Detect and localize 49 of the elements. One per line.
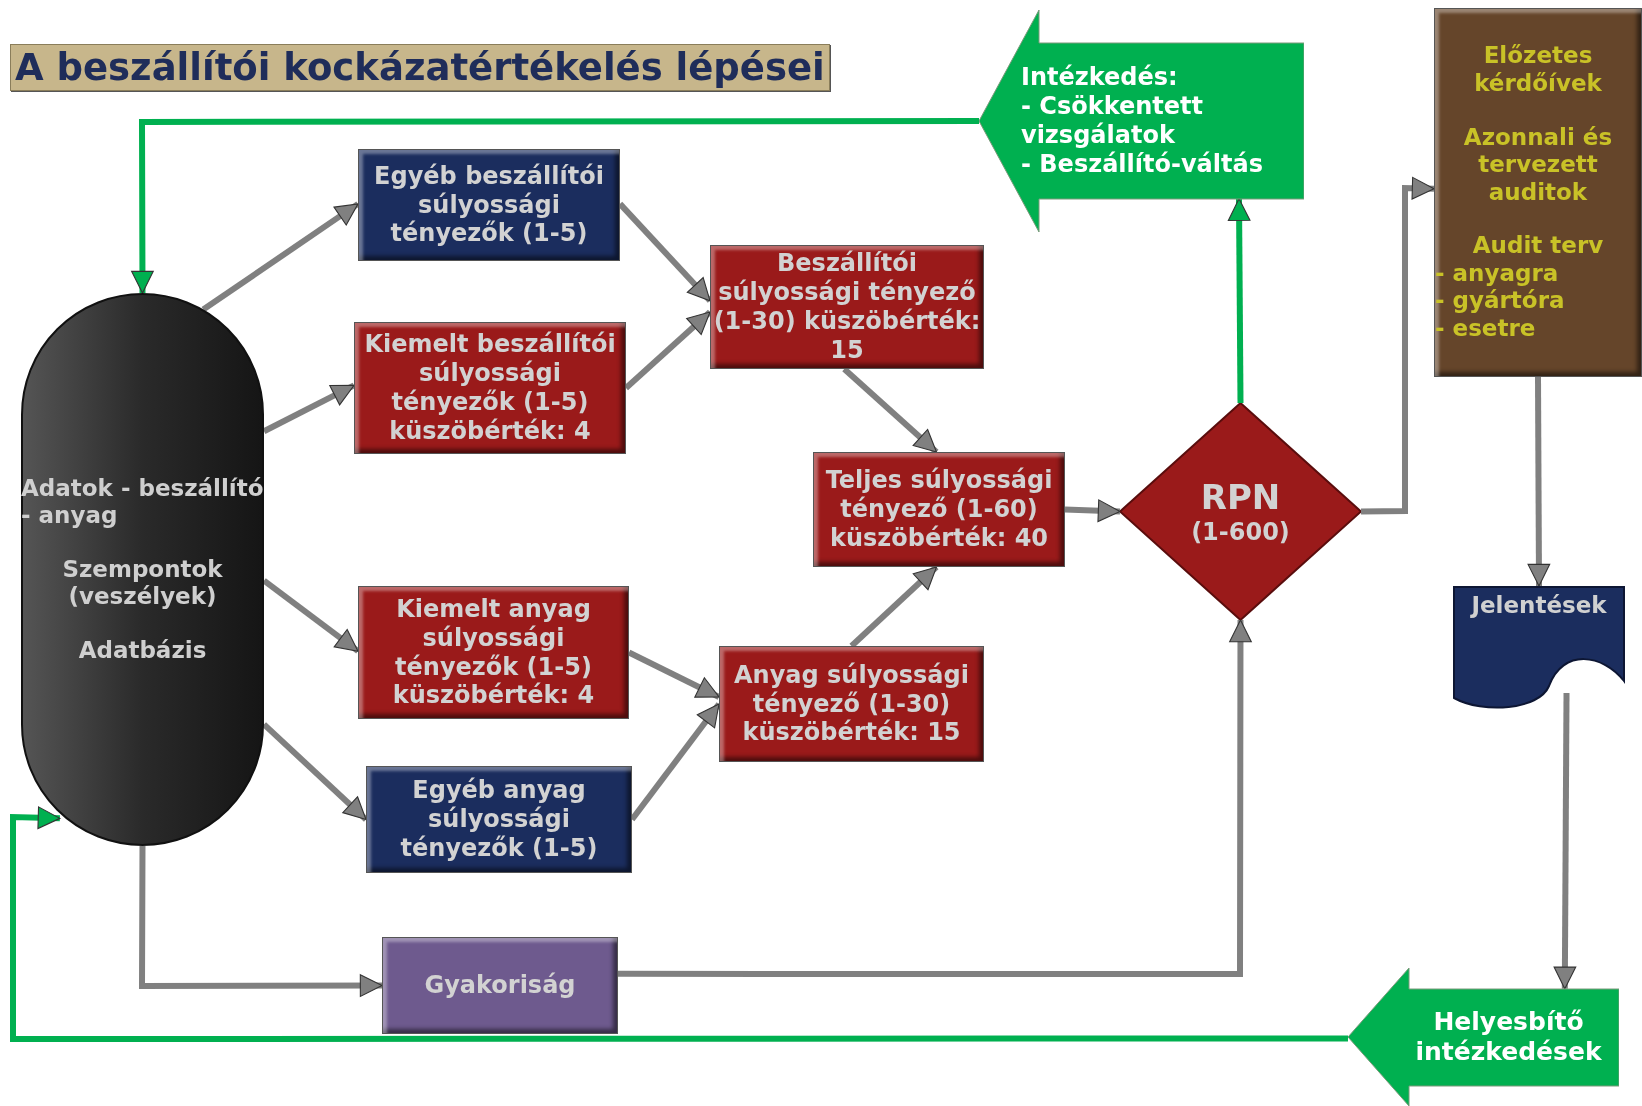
process-box <box>358 149 620 261</box>
arrow <box>139 846 383 997</box>
decision-diamond <box>1120 403 1361 620</box>
process-box <box>382 937 618 1034</box>
node-label: RPN <box>1200 476 1281 518</box>
action-arrow-shape <box>979 10 1304 232</box>
process-box <box>813 452 1065 567</box>
node-label: Kiemelt beszállítói súlyossági tényezők (1-5) küszöbérték: 4 <box>363 330 617 446</box>
activity-box <box>1434 8 1642 377</box>
node-label: Adatbázis <box>78 636 207 665</box>
arrow <box>1064 499 1121 523</box>
process-box <box>358 586 629 719</box>
node-label: Szempontok (veszélyek) <box>61 555 224 611</box>
node-label: Jelentések <box>1471 592 1607 620</box>
arrow <box>1553 693 1577 990</box>
node-label: - Beszállító-váltás <box>1021 149 1263 179</box>
arrow <box>1227 198 1251 404</box>
node-label: Helyesbítő intézkedések <box>1414 1007 1603 1067</box>
node-label: (1-600) <box>1191 517 1290 547</box>
node-label: Kiemelt anyag súlyossági tényezők (1-5) küszöbérték: 4 <box>391 594 596 711</box>
arrow <box>624 309 712 391</box>
process-box <box>366 766 632 873</box>
node-label: Egyéb beszállítói súlyossági tényezők (1-5) <box>373 161 605 249</box>
node-label: Audit terv <box>1472 232 1604 260</box>
process-box <box>719 646 984 762</box>
title-banner: A beszállítói kockázatértékelés lépései <box>10 44 830 91</box>
node-label: Adatok - beszállító - anyag <box>21 474 264 530</box>
node-label: - Csökkentett vizsgálatok <box>1021 92 1205 150</box>
arrow <box>1527 377 1551 587</box>
node-label: Gyakoriság <box>424 971 576 1000</box>
node-label: Teljes súlyossági tényező (1-60) küszöbérték: 40 <box>824 466 1054 553</box>
action-arrow-shape <box>1348 968 1619 1106</box>
node-label: - anyagra <box>1435 259 1560 288</box>
node-label: - esetre <box>1435 315 1537 343</box>
process-box <box>354 322 626 454</box>
node-label: Egyéb anyag súlyossági tényezők (1-5) <box>399 776 599 863</box>
node-label: Anyag súlyossági tényező (1-30) küszöbérték: 15 <box>733 660 970 748</box>
arrow <box>618 619 1252 977</box>
arrow <box>1360 176 1435 515</box>
arrow <box>627 649 721 700</box>
arrow <box>131 118 979 294</box>
node-label: Előzetes kérdőívek <box>1473 42 1603 98</box>
node-label: - gyártóra <box>1435 287 1566 316</box>
arrow <box>10 806 1348 1042</box>
document-shape <box>1453 586 1625 712</box>
node-label: Intézkedés: <box>1021 63 1178 93</box>
node-label: Beszállítói súlyossági tényező (1-30) küszöbérték: 15 <box>712 249 982 365</box>
node-label: Azonnali és tervezett auditok <box>1462 123 1614 207</box>
arrow <box>201 201 360 313</box>
